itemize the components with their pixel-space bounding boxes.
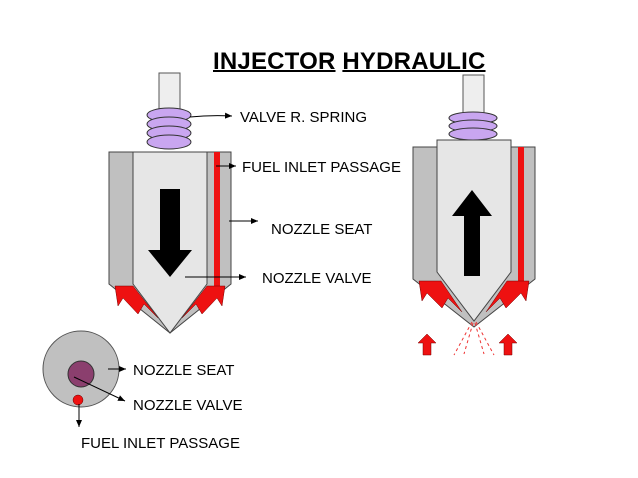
section-fuel-inlet-passage: [72, 394, 84, 406]
right-fuel-inlet-passage: [518, 147, 524, 281]
left-valve-spring: [146, 107, 192, 150]
label-nozzle-valve: NOZZLE VALVE: [262, 270, 372, 287]
label-fuel-inlet-passage: FUEL INLET PASSAGE: [242, 159, 401, 176]
right-injector: [412, 74, 536, 356]
right-valve-stem: [462, 74, 485, 116]
label-section-nozzle-valve: NOZZLE VALVE: [133, 397, 243, 414]
title-word-injector: INJECTOR: [213, 48, 336, 75]
fuel-spray-lines: [453, 321, 495, 356]
title-word-hydraulic: HYDRAULIC: [342, 48, 486, 75]
nozzle-cross-section: [42, 330, 120, 408]
left-fuel-inlet-passage: [214, 152, 220, 286]
left-fuel-chamber-right: [181, 285, 226, 319]
left-fuel-chamber-left: [114, 285, 159, 319]
right-valve-spring: [448, 111, 498, 141]
page-title: INJECTOR HYDRAULIC: [213, 48, 486, 76]
label-section-fuel-inlet-passage: FUEL INLET PASSAGE: [81, 435, 240, 452]
left-valve-stem: [158, 72, 181, 114]
leader-section-valve: [73, 376, 126, 402]
right-up-arrow-icon: [452, 190, 492, 276]
label-nozzle-seat: NOZZLE SEAT: [271, 221, 373, 238]
leader-lines: [73, 112, 258, 427]
label-valve-spring: VALVE R. SPRING: [240, 109, 367, 126]
right-fuel-chamber-right: [485, 280, 530, 313]
section-nozzle-valve: [67, 360, 95, 388]
pressure-up-arrow-icon-right: [498, 333, 518, 356]
pressure-up-arrow-icon-left: [417, 333, 437, 356]
right-fuel-chamber-left: [418, 280, 463, 313]
label-section-nozzle-seat: NOZZLE SEAT: [133, 362, 235, 379]
leader-valve-spring: [189, 112, 233, 119]
left-down-arrow-icon: [148, 189, 192, 277]
left-injector: [108, 72, 232, 334]
